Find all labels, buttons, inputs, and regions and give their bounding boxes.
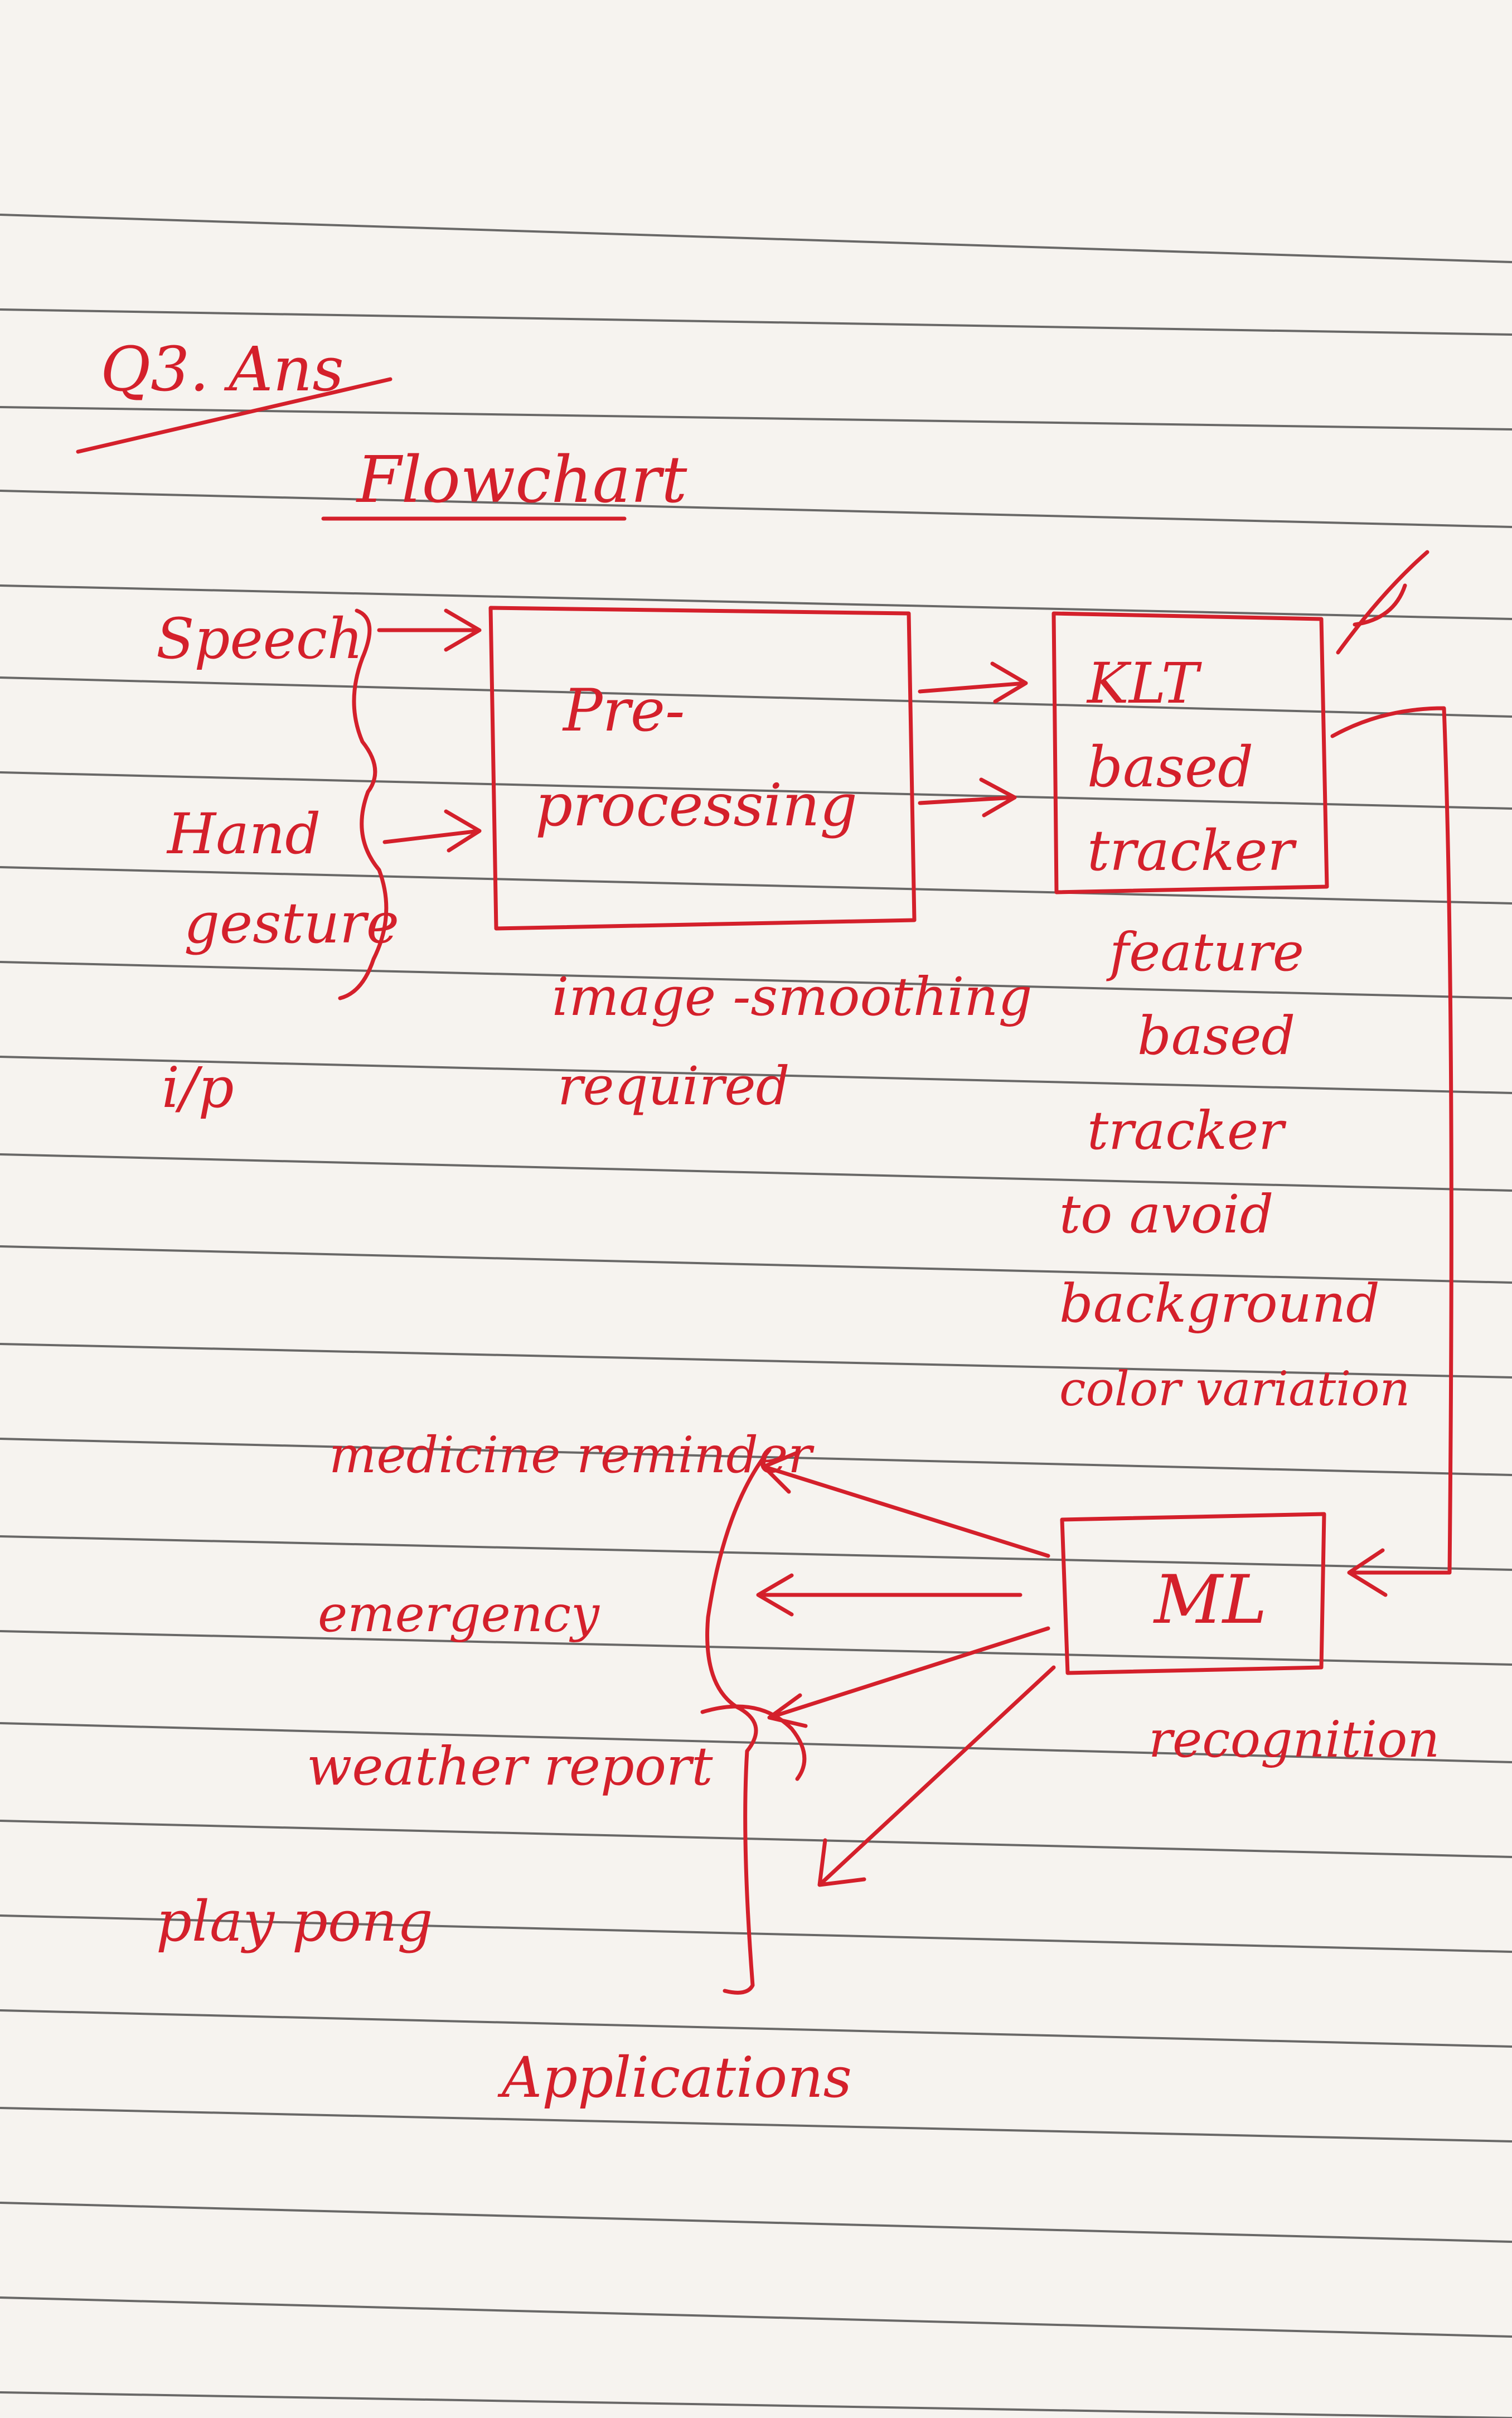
arrow-to-emergency [756,1573,1022,1617]
ml-label: ML [1153,1561,1267,1639]
input-gesture: gesture [184,891,399,956]
preprocessing-line1: Pre- [562,676,685,744]
ml-box [1060,1512,1326,1675]
application-item-emergency: emergency [318,1585,600,1643]
arrow-to-weather [767,1626,1050,1728]
tracker-note-6: color variation [1059,1362,1410,1417]
arrow-to-pong [817,1665,1056,1887]
input-ip-label: i/p [162,1055,234,1120]
preprocessing-note-2: required [558,1056,789,1117]
application-item-play-pong: play pong [156,1889,433,1954]
tracker-to-ml-connector [1330,706,1453,1597]
application-item-weather-report: weather report [307,1736,713,1797]
preprocessing-to-tracker-arrow-1 [918,661,1028,704]
tracker-note-1: feature [1106,922,1304,983]
application-item-medicine-reminder: medicine reminder [329,1426,815,1484]
input-brace [338,608,389,1000]
preprocessing-note-1: image -smoothing [552,966,1032,1028]
gesture-arrow [382,809,482,853]
tracker-line2: based [1087,734,1253,800]
flowchart-title: Flowchart [356,443,687,518]
input-speech: Speech [156,606,363,671]
ruled-lines [0,214,1512,2418]
applications-brace [705,1448,772,1995]
tracker-line3: tracker [1087,818,1297,883]
tracker-note-3: tracker [1087,1100,1287,1162]
tracker-note-2: based [1137,1005,1295,1067]
heading-underline [76,377,392,454]
input-hand: Hand [166,801,321,867]
applications-label: Applications [497,2045,852,2110]
recognition-label: recognition [1148,1710,1440,1769]
preprocessing-to-tracker-arrow-2 [918,777,1017,818]
tracker-note-5: background [1059,1273,1380,1334]
tracker-note-4: to avoid [1059,1184,1273,1245]
preprocessing-line2: processing [535,771,857,839]
arrow-to-medicine [762,1450,1050,1558]
applications-brace-tip [700,1704,807,1781]
preprocessing-box [488,606,917,931]
speech-arrow [377,608,482,652]
question-heading: Q3. Ans [100,333,344,405]
klt-tracker-box [1051,611,1329,894]
tracker-line1: KLT [1086,651,1202,716]
check-mark [1336,550,1429,655]
